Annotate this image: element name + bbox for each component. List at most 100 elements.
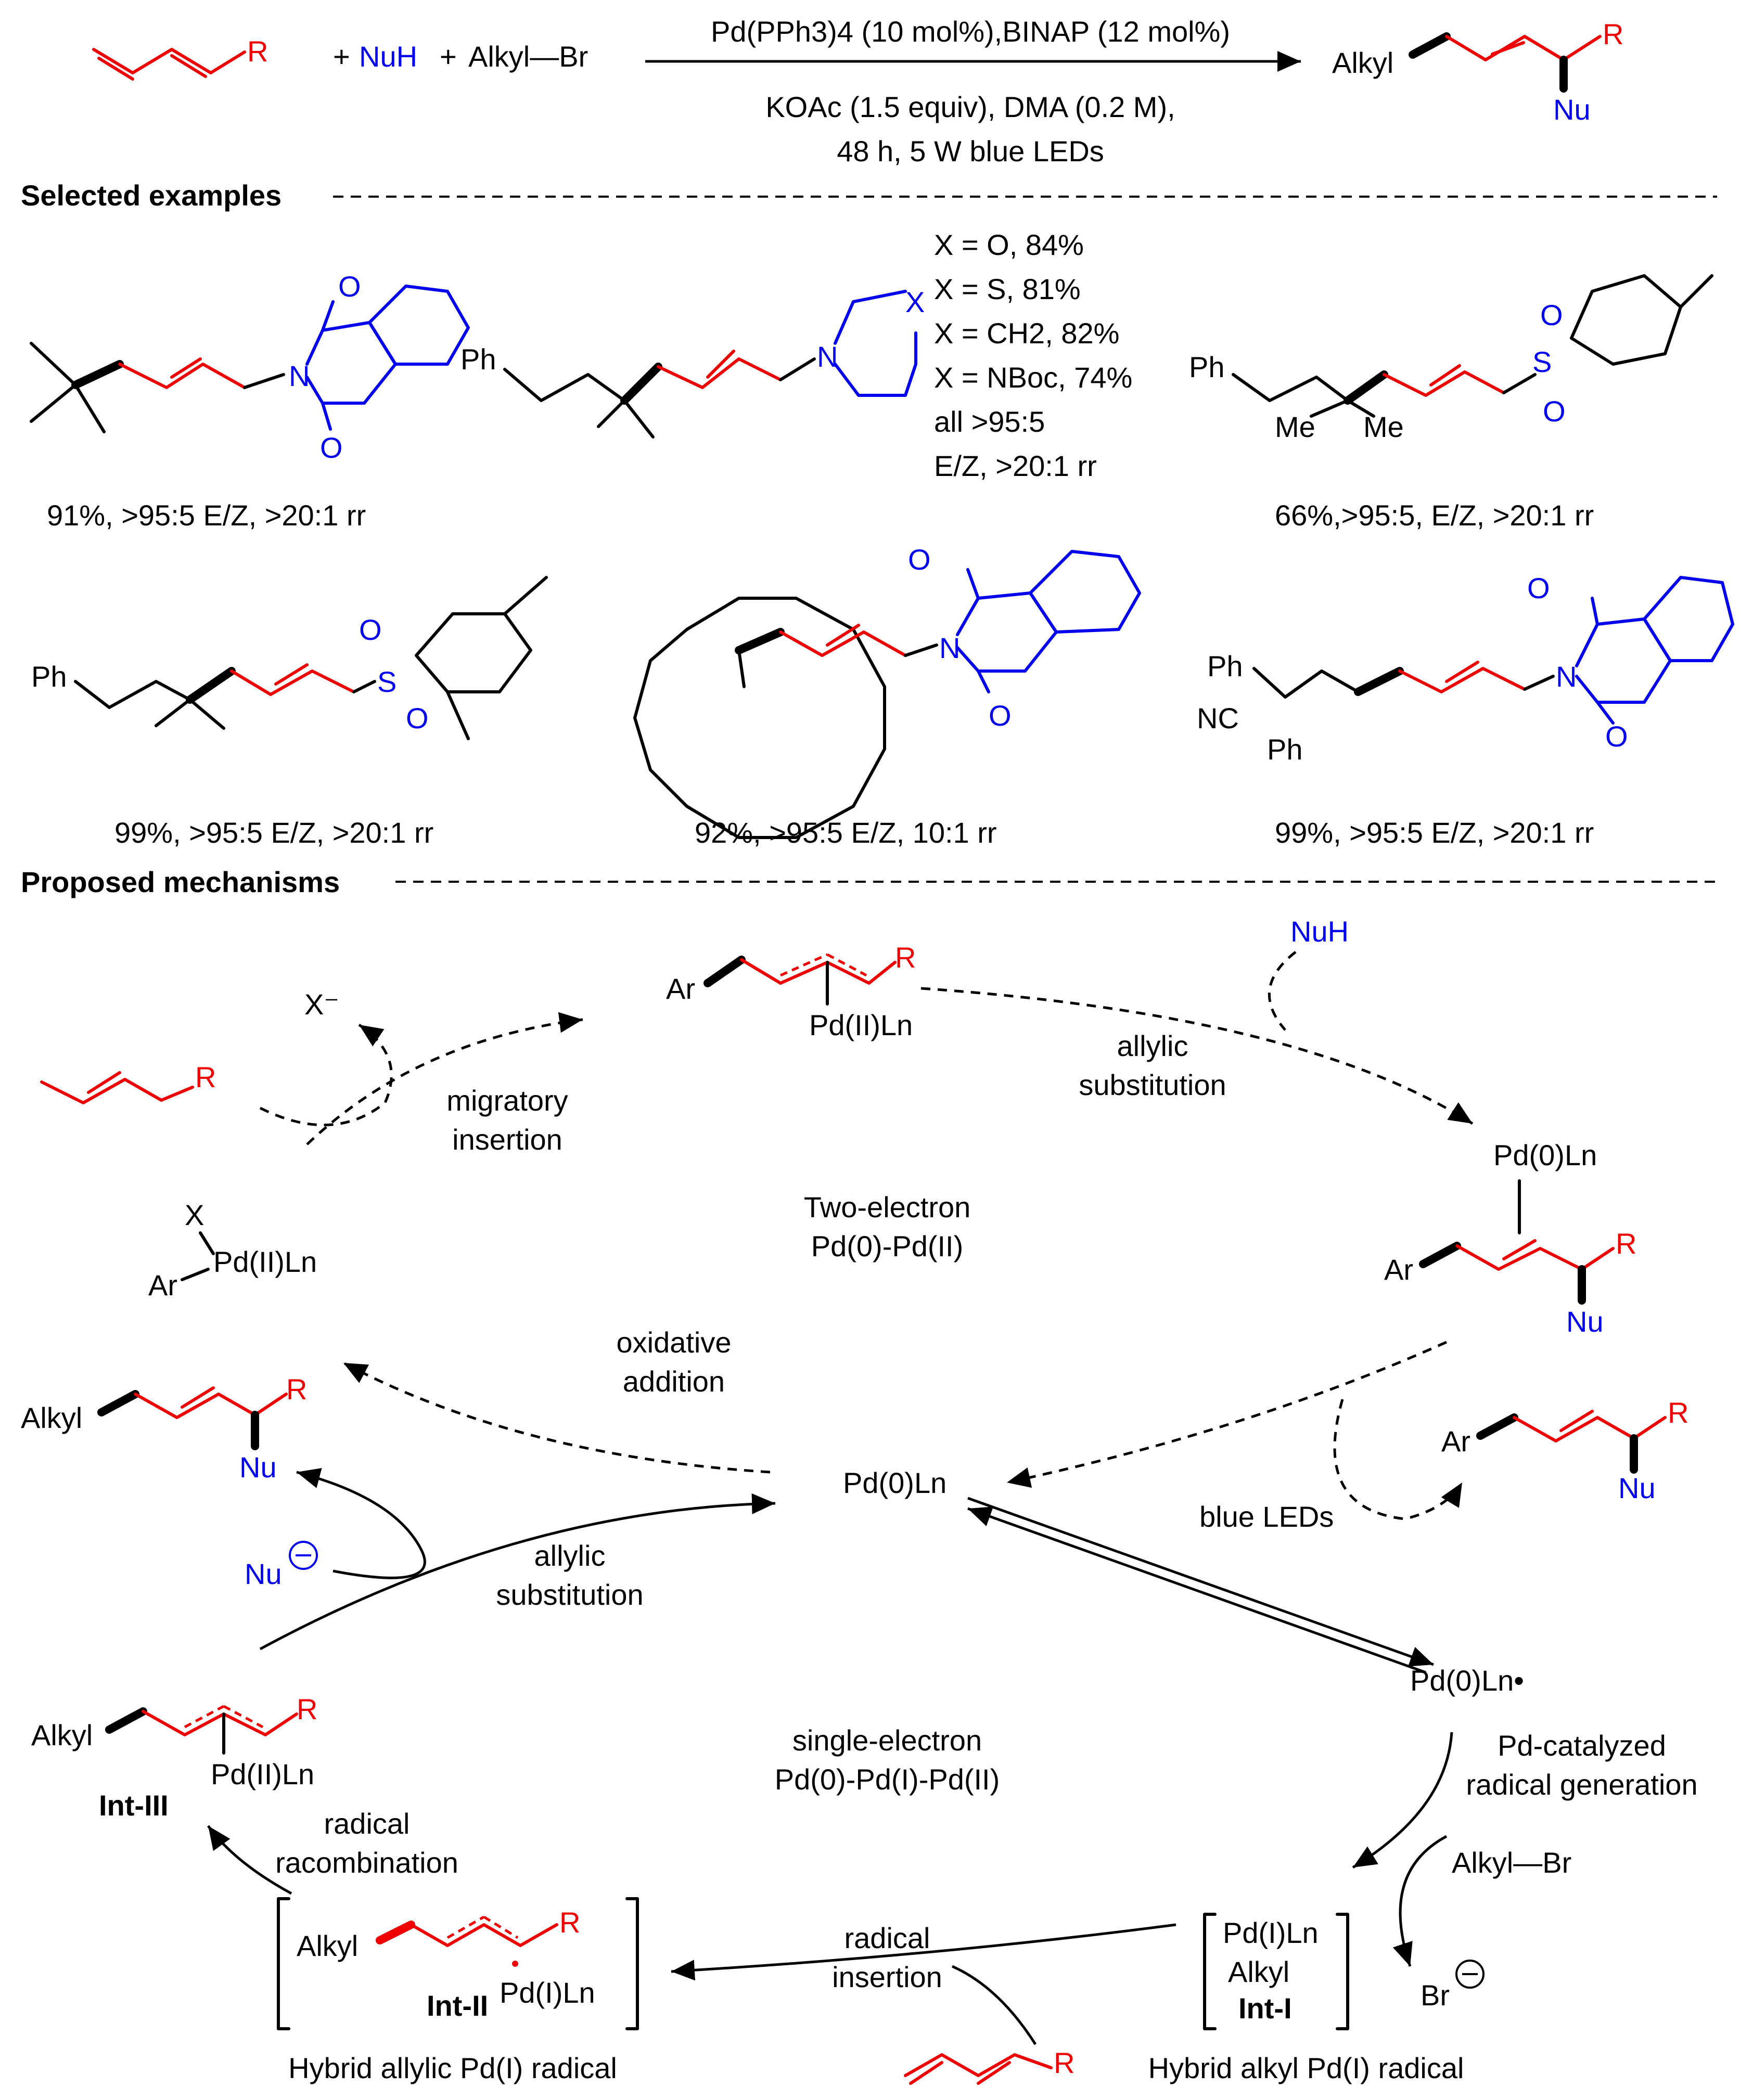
example-6-structure: Ph NC Ph N O O [1197, 572, 1734, 766]
radical-insertion-2: insertion [832, 1961, 942, 1993]
ex3-s-label: S [1532, 345, 1552, 378]
ar-allyl-ar-label: Ar [666, 972, 695, 1005]
single-electron-label-1: single-electron [792, 1724, 982, 1757]
pd-radical-generation-2: radical generation [1466, 1768, 1697, 1801]
diene-bottom-r-label: R [1054, 2046, 1074, 2079]
conditions-line-2: KOAc (1.5 equiv), DMA (0.2 M), [765, 91, 1175, 123]
left-product-nu-label: Nu [239, 1451, 277, 1484]
plus-sign-2: + [440, 40, 457, 73]
ex4-o-top: O [359, 613, 382, 646]
hybrid-allylic-label: Hybrid allylic Pd(I) radical [288, 2052, 617, 2084]
example-3-yield: 66%,>95:5, E/Z, >20:1 rr [1275, 499, 1594, 532]
int3-pd-label: Pd(II)Ln [211, 1758, 314, 1790]
br-anion-label: Br [1421, 1979, 1450, 2012]
ex6-ph-2: Ph [1267, 733, 1303, 766]
ar-allyl-pd-complex: Ar R Pd(II)Ln [666, 941, 916, 1041]
ex6-nc-label: NC [1197, 702, 1239, 735]
two-electron-label-1: Two-electron [804, 1191, 971, 1223]
ex2-note-4: X = NBoc, 74% [934, 361, 1132, 394]
ex2-x-label: X [905, 286, 925, 318]
hybrid-alkyl-label: Hybrid alkyl Pd(I) radical [1148, 2052, 1464, 2084]
pd0-pi-complex: Pd(0)Ln Ar R Nu [1384, 1139, 1636, 1338]
ex6-ph-1: Ph [1207, 650, 1243, 682]
example-4-structure: Ph S O O [31, 576, 548, 740]
ex1-o-bottom: O [320, 431, 343, 464]
nu-anion-label: Nu [245, 1557, 282, 1590]
ex4-s-label: S [377, 665, 396, 698]
product-nu-label: Nu [1553, 93, 1591, 126]
int1-label: Int-I [1238, 1992, 1292, 2025]
left-product-alkyl-label: Alkyl [21, 1401, 82, 1434]
complex-ar-label: Ar [1384, 1253, 1413, 1286]
product-r-label: R [1603, 18, 1623, 50]
alkene-r-label: R [195, 1061, 216, 1093]
example-1-structure: N O O [30, 270, 470, 464]
left-product: Alkyl R Nu [21, 1373, 307, 1484]
diene-r-label: R [247, 35, 268, 68]
int1-alkyl-label: Alkyl [1228, 1955, 1289, 1988]
ex4-o-bottom: O [406, 702, 429, 735]
two-electron-label-2: Pd(0)-Pd(II) [811, 1230, 964, 1262]
example-6-yield: 99%, >95:5 E/Z, >20:1 rr [1275, 816, 1594, 849]
right-product-nu-label: Nu [1618, 1472, 1656, 1504]
alkyl-bromide-reagent: Alkyl—Br [468, 40, 588, 73]
diene-bottom: R [904, 2046, 1074, 2085]
pd0-center-label: Pd(0)Ln [843, 1466, 946, 1499]
ex2-note-1: X = O, 84% [934, 228, 1084, 261]
int-ii-complex: Alkyl R Pd(I)Ln Int-II [277, 1897, 639, 2030]
oxidative-addition-2: addition [623, 1365, 725, 1398]
ex6-o-bottom: O [1605, 720, 1628, 753]
int1-pd-label: Pd(I)Ln [1223, 1916, 1319, 1949]
example-5-yield: 92%, >95:5 E/Z, 10:1 rr [695, 816, 997, 849]
complex-nu-label: Nu [1566, 1305, 1604, 1338]
int3-alkyl-label: Alkyl [31, 1719, 93, 1751]
complex-r-label: R [1616, 1227, 1636, 1260]
ex2-ph-label: Ph [460, 343, 496, 376]
br-minus-charge [1455, 1960, 1485, 1989]
allylic-substitution-top-2: substitution [1079, 1068, 1226, 1101]
conditions-line-1: Pd(PPh3)4 (10 mol%),BINAP (12 mol%) [711, 15, 1230, 48]
nuh-reagent: NuH [359, 40, 417, 73]
ex3-o-top: O [1540, 299, 1563, 331]
ex3-me-2: Me [1363, 410, 1404, 443]
allylic-substitution-bottom-1: allylic [534, 1539, 606, 1572]
int2-label: Int-II [427, 1989, 488, 2022]
allylic-substitution-top-1: allylic [1117, 1029, 1188, 1062]
ex1-o-top: O [338, 270, 361, 303]
right-product-ar-label: Ar [1441, 1425, 1470, 1458]
pd0-excited-label: Pd(0)Ln• [1410, 1664, 1524, 1697]
int2-pd-label: Pd(I)Ln [500, 1976, 595, 2009]
ex2-note-3: X = CH2, 82% [934, 317, 1119, 350]
int2-r-label: R [559, 1906, 580, 1939]
arpdx-ar-label: Ar [148, 1269, 177, 1302]
radical-recombination-2: racombination [275, 1846, 458, 1879]
pd-radical-generation-1: Pd-catalyzed [1498, 1729, 1666, 1762]
left-product-r-label: R [286, 1373, 307, 1406]
example-2-structure: Ph N X [460, 286, 925, 439]
migratory-insertion-2: insertion [452, 1123, 562, 1156]
int-iii-complex: Alkyl R Pd(II)Ln Int-III [31, 1693, 317, 1822]
ex3-o-bottom: O [1543, 395, 1566, 428]
ex6-o-top: O [1527, 572, 1550, 604]
allylic-substitution-bottom-2: substitution [496, 1578, 643, 1611]
example-1-yield: 91%, >95:5 E/Z, >20:1 rr [47, 499, 366, 532]
x-minus-label: X⁻ [304, 988, 339, 1021]
conditions-line-3: 48 h, 5 W blue LEDs [837, 135, 1104, 168]
alkene-reactant: R [40, 1061, 216, 1104]
pd0-complex-label: Pd(0)Ln [1493, 1139, 1597, 1171]
alkyl-bromide-mechanism: Alkyl—Br [1452, 1846, 1571, 1879]
ex6-n-label: N [1556, 660, 1577, 693]
example-5-structure: N O O [633, 543, 1141, 839]
right-product-r-label: R [1668, 1396, 1688, 1429]
ar-allyl-r-label: R [895, 941, 916, 974]
oxidative-addition-1: oxidative [616, 1326, 731, 1359]
nuh-mechanism-label: NuH [1290, 915, 1349, 948]
ex2-n-label: N [817, 340, 838, 373]
int-i-complex: Pd(I)Ln Alkyl Int-I [1203, 1913, 1349, 2030]
arpdx-x-label: X [185, 1199, 204, 1231]
ex4-ph-label: Ph [31, 660, 67, 693]
mechanisms-header: Proposed mechanisms [21, 866, 340, 898]
ex3-me-1: Me [1275, 410, 1315, 443]
plus-sign-1: + [333, 40, 350, 73]
example-3-structure: Ph Me Me S O O [1189, 274, 1713, 443]
